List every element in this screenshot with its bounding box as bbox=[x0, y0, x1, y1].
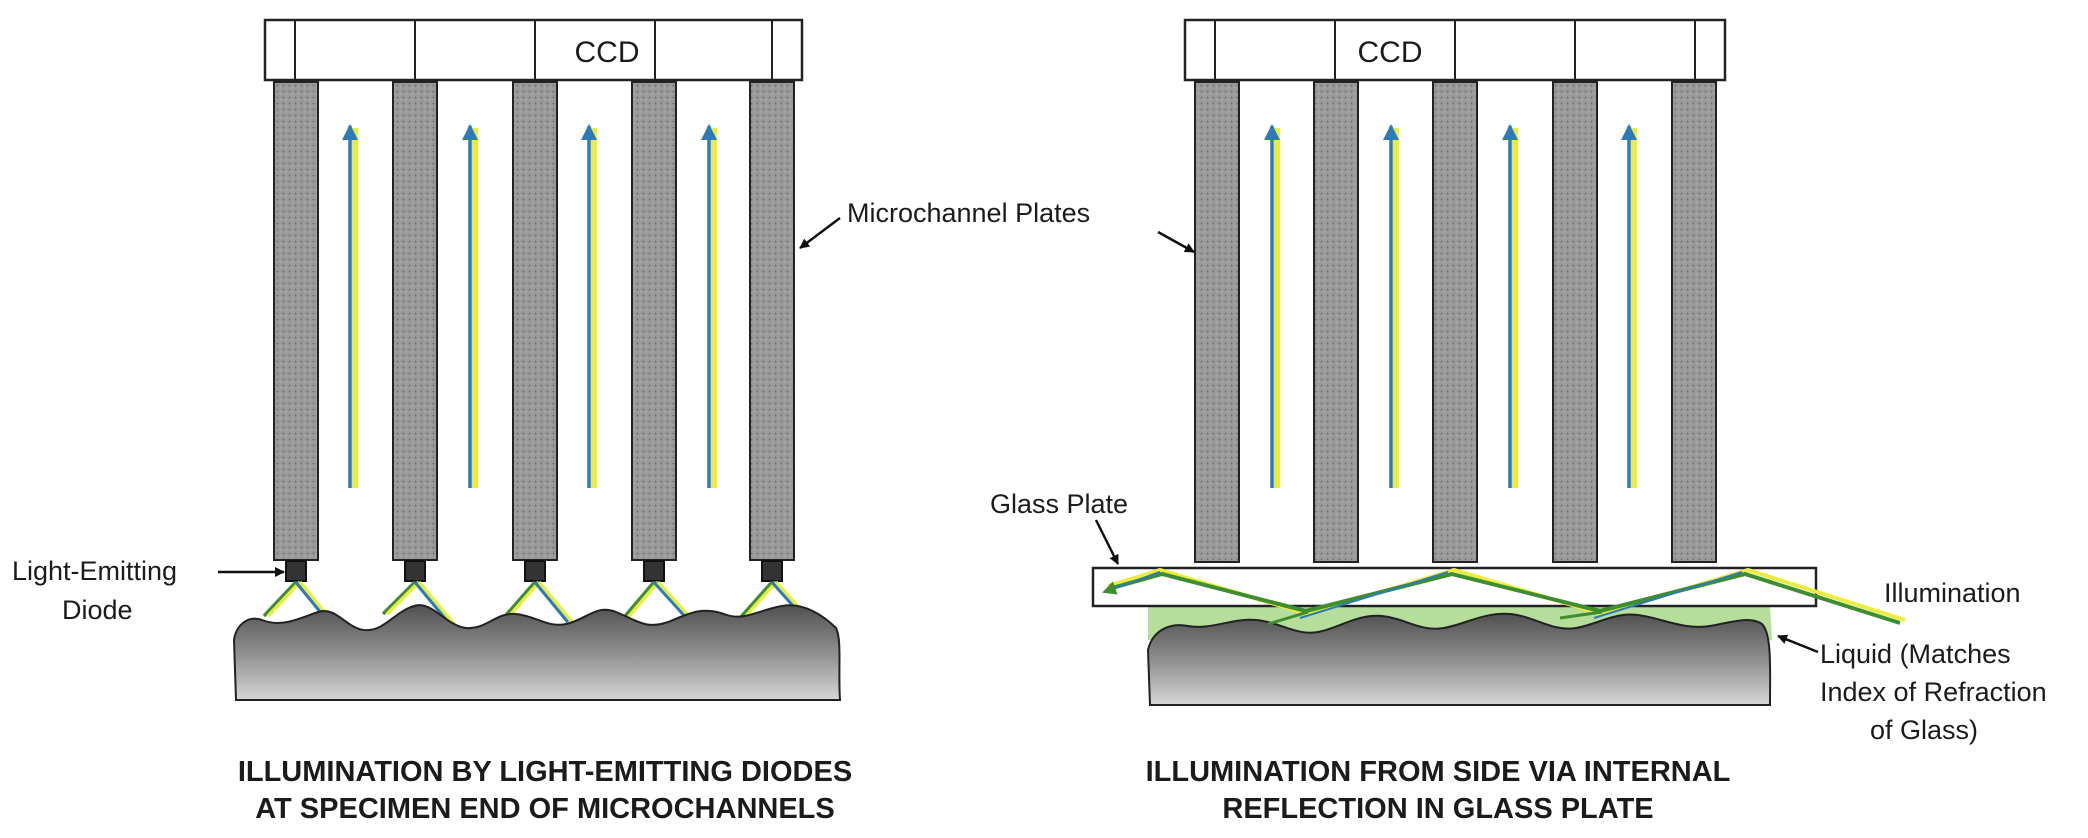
liquid-label-line2: Index of Refraction bbox=[1820, 677, 2047, 707]
ccd-bar-left: CCD bbox=[263, 18, 804, 82]
microchannel-plates-label: Microchannel Plates bbox=[847, 198, 1090, 228]
caption-right-line2: REFLECTION IN GLASS PLATE bbox=[1222, 793, 1653, 825]
light-arrows-right bbox=[1264, 124, 1637, 488]
specimen-left bbox=[232, 604, 842, 701]
ccd-bar-right: CCD bbox=[1183, 18, 1727, 82]
led-label: Light-Emitting bbox=[12, 556, 177, 586]
ccd-label-right: CCD bbox=[1358, 36, 1423, 69]
right-panel: CCD bbox=[990, 18, 2047, 825]
led-label-diode: Diode bbox=[62, 595, 133, 625]
microchannel-plates-right bbox=[1194, 81, 1717, 563]
microchannel-pointer-left bbox=[799, 217, 841, 249]
liquid-label-line3: of Glass) bbox=[1870, 715, 1978, 745]
caption-left-line2: AT SPECIMEN END OF MICROCHANNELS bbox=[255, 793, 834, 825]
ccd-label-left: CCD bbox=[575, 36, 640, 69]
internal-reflection-rays bbox=[1102, 567, 1906, 626]
caption-right-line1: ILLUMINATION FROM SIDE VIA INTERNAL bbox=[1146, 756, 1731, 788]
microchannel-plates-left bbox=[273, 81, 795, 561]
light-arrows-left bbox=[342, 124, 717, 488]
left-panel: CCD bbox=[12, 18, 852, 825]
illumination-label: Illumination bbox=[1884, 578, 2021, 608]
liquid-label-line1: Liquid (Matches bbox=[1820, 639, 2011, 669]
glass-plate-label: Glass Plate bbox=[990, 489, 1128, 519]
microchannel-pointer-right bbox=[1157, 230, 1195, 254]
leds-left bbox=[285, 560, 783, 582]
glass-plate-pointer bbox=[1094, 519, 1120, 565]
specimen-right bbox=[1146, 612, 1772, 706]
liquid-pointer bbox=[1777, 634, 1819, 654]
caption-left-line1: ILLUMINATION BY LIGHT-EMITTING DIODES bbox=[238, 756, 852, 788]
